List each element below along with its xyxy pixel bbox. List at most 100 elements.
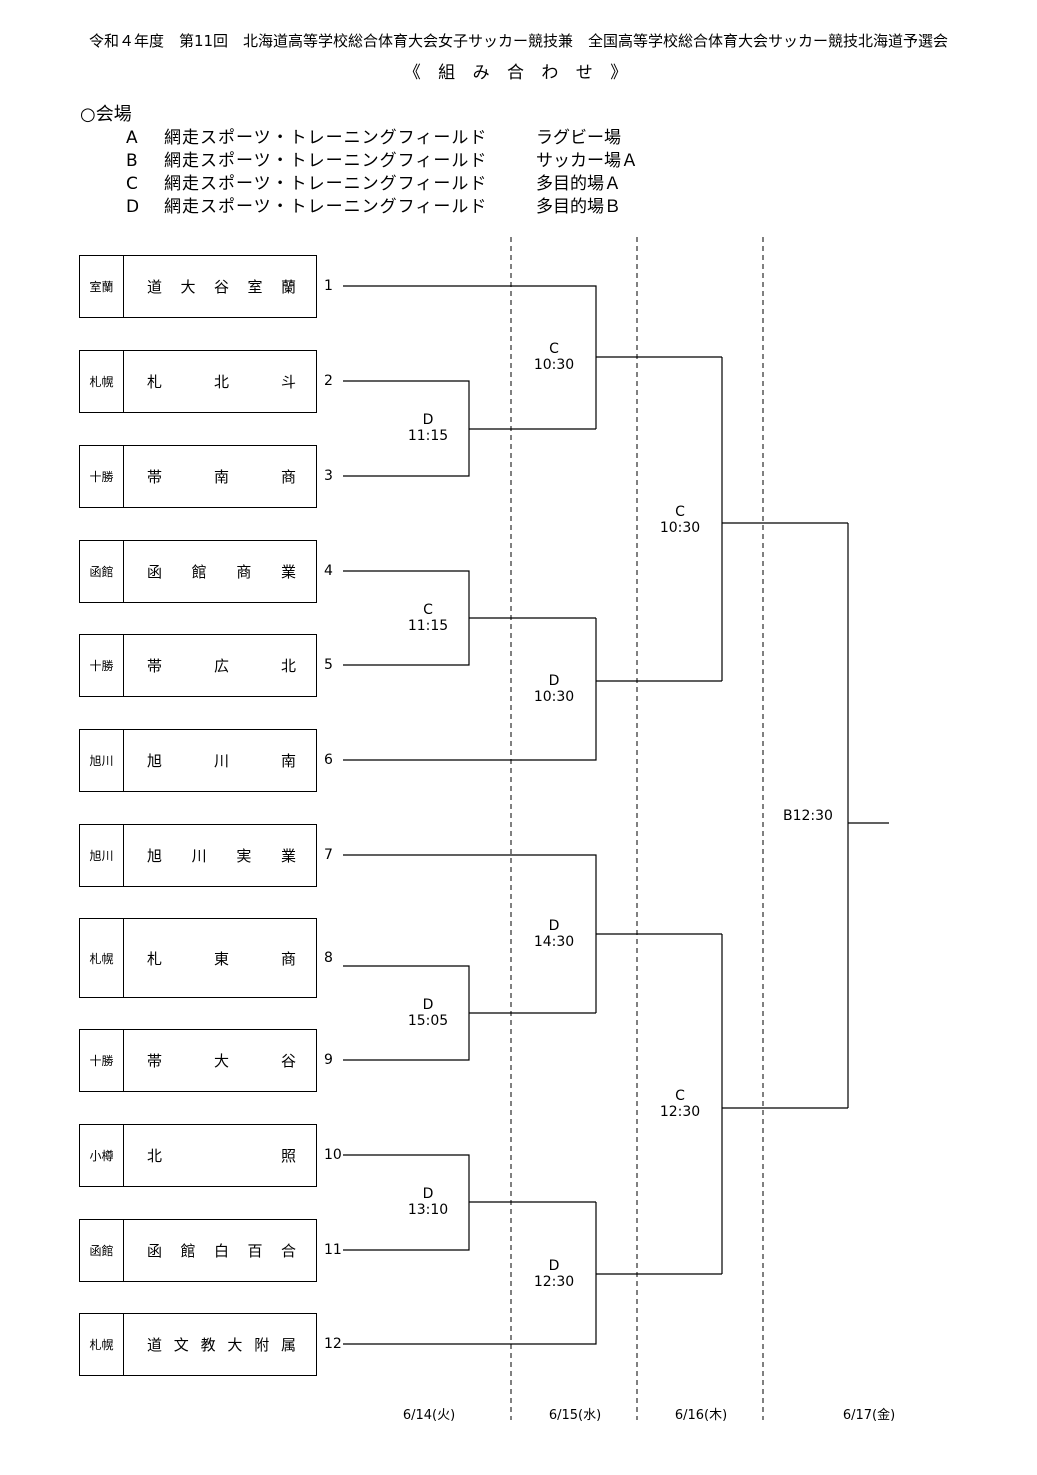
venue-field: 多目的場Ａ xyxy=(536,174,621,194)
venue-place: 網走スポーツ・トレーニングフィールド xyxy=(164,197,488,217)
team-school: 札北斗 xyxy=(124,351,316,412)
school-char: 道 xyxy=(147,1336,163,1354)
team-box: 札幌 札北斗 xyxy=(79,350,317,413)
school-char: 合 xyxy=(280,1242,296,1260)
date-label: 6/16(木) xyxy=(674,1408,728,1423)
venue-place: 網走スポーツ・トレーニングフィールド xyxy=(164,128,488,148)
team-school: 函館商業 xyxy=(124,541,316,602)
school-char: 蘭 xyxy=(280,278,296,296)
team-school: 札東商 xyxy=(124,919,316,997)
team-school: 旭川実業 xyxy=(124,825,316,886)
team-box: 札幌 道文教大附属 xyxy=(79,1313,317,1376)
venue-letter: D xyxy=(126,197,140,217)
school-char: 業 xyxy=(280,847,296,865)
school-char: 実 xyxy=(236,847,252,865)
venue-letter: C xyxy=(126,174,138,194)
school-char: 北 xyxy=(213,373,229,391)
team-region: 旭川 xyxy=(80,825,124,886)
seed-number: 4 xyxy=(324,563,333,579)
team-school: 帯大谷 xyxy=(124,1030,316,1091)
school-char: 旭 xyxy=(147,847,163,865)
venue-letter: B xyxy=(126,151,138,171)
school-char: 大 xyxy=(180,278,196,296)
team-school: 函館白百合 xyxy=(124,1220,316,1281)
school-char: 函 xyxy=(147,563,163,581)
school-char: 附 xyxy=(254,1336,270,1354)
team-box: 十勝 帯 南 商 xyxy=(79,445,317,508)
team-box: 旭川 旭川南 xyxy=(79,729,317,792)
venue-field: 多目的場Ｂ xyxy=(536,197,621,217)
day-separators xyxy=(510,237,764,1420)
venue-field: ラグビー場 xyxy=(536,128,621,148)
seed-number: 1 xyxy=(324,278,333,294)
school-char: 広 xyxy=(213,657,229,675)
bracket-line xyxy=(343,618,597,761)
team-school: 道大谷室蘭 xyxy=(124,256,316,317)
school-char: 南 xyxy=(213,468,229,486)
school-char: 帯 xyxy=(147,468,163,486)
team-region: 旭川 xyxy=(80,730,124,791)
school-char: 大 xyxy=(227,1336,243,1354)
team-region: 十勝 xyxy=(80,635,124,696)
page-title: 令和４年度 第11回 北海道高等学校総合体育大会女子サッカー競技兼 全国高等学校… xyxy=(88,32,949,50)
team-region: 十勝 xyxy=(80,446,124,507)
school-char: 谷 xyxy=(213,278,229,296)
seed-number: 11 xyxy=(324,1242,342,1258)
school-char: 川 xyxy=(213,752,229,770)
bracket-line xyxy=(343,854,597,1013)
school-char: 教 xyxy=(200,1336,216,1354)
team-school: 道文教大附属 xyxy=(124,1314,316,1375)
school-char: 商 xyxy=(280,468,296,486)
venue-field: サッカー場Ａ xyxy=(536,151,638,171)
bracket-line xyxy=(343,285,597,429)
venue-place: 網走スポーツ・トレーニングフィールド xyxy=(164,174,488,194)
school-char: 南 xyxy=(280,752,296,770)
school-char: 谷 xyxy=(280,1052,296,1070)
school-char: 函 xyxy=(147,1242,163,1260)
school-char: 帯 xyxy=(147,1052,163,1070)
school-char: 大 xyxy=(213,1052,229,1070)
school-char: 百 xyxy=(247,1242,263,1260)
team-box: 小樽 北照 xyxy=(79,1124,317,1187)
seed-number: 6 xyxy=(324,752,333,768)
school-char: 照 xyxy=(280,1147,296,1165)
school-char: 商 xyxy=(236,563,252,581)
seed-number: 12 xyxy=(324,1336,342,1352)
team-school: 帯広北 xyxy=(124,635,316,696)
school-char: 東 xyxy=(213,949,229,968)
venue-place: 網走スポーツ・トレーニングフィールド xyxy=(164,151,488,171)
bracket xyxy=(343,285,889,1345)
seed-number: 8 xyxy=(324,950,333,966)
team-region: 十勝 xyxy=(80,1030,124,1091)
date-label: 6/15(水) xyxy=(548,1408,602,1423)
team-box: 函館 函館商業 xyxy=(79,540,317,603)
school-char: 斗 xyxy=(280,373,296,391)
venue-row-b: B 網走スポーツ・トレーニングフィールド サッカー場Ａ xyxy=(126,146,638,171)
school-char: 旭 xyxy=(147,752,163,770)
school-char: 商 xyxy=(280,949,296,968)
team-school: 旭川南 xyxy=(124,730,316,791)
school-char: 川 xyxy=(191,847,207,865)
school-char: 室 xyxy=(247,278,263,296)
team-region: 小樽 xyxy=(80,1125,124,1186)
date-label: 6/14(火) xyxy=(402,1408,456,1423)
seed-number: 7 xyxy=(324,847,333,863)
team-region: 札幌 xyxy=(80,1314,124,1375)
school-char: 館 xyxy=(180,1242,196,1260)
team-box: 十勝 帯 大 谷 xyxy=(79,1029,317,1092)
school-char: 札 xyxy=(147,949,163,968)
team-region: 札幌 xyxy=(80,919,124,997)
seed-number: 5 xyxy=(324,657,333,673)
school-char: 業 xyxy=(280,563,296,581)
team-box: 函館 函館白百合 xyxy=(79,1219,317,1282)
team-school: 北照 xyxy=(124,1125,316,1186)
